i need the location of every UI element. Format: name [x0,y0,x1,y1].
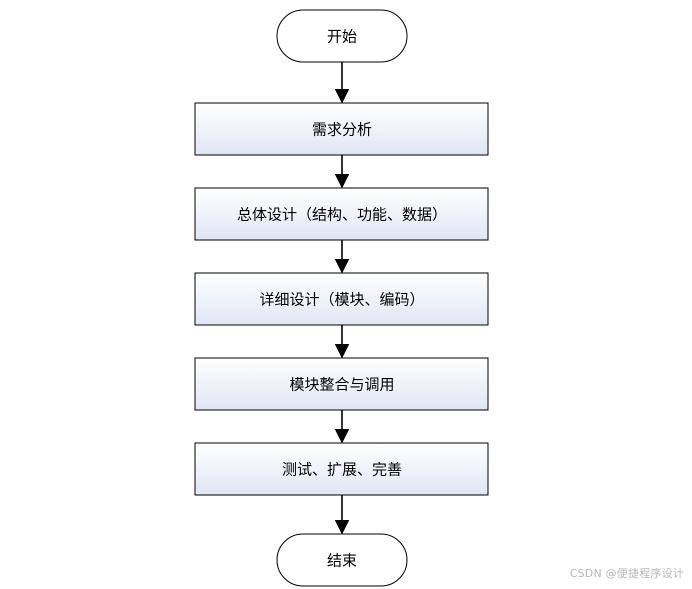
start-node: 开始 [276,9,408,63]
start-label: 开始 [327,28,357,46]
process-step-2: 总体设计（结构、功能、数据） [194,187,489,241]
csdn-watermark: CSDN @便捷程序设计 [569,567,684,580]
process-step-label: 总体设计（结构、功能、数据） [237,206,447,224]
end-label: 结束 [327,552,357,570]
process-step-label: 需求分析 [312,121,372,139]
process-step-label: 模块整合与调用 [289,376,394,394]
end-node: 结束 [276,533,408,587]
process-step-4: 模块整合与调用 [194,357,489,411]
process-step-1: 需求分析 [194,102,489,156]
process-step-label: 测试、扩展、完善 [282,461,402,479]
process-step-label: 详细设计（模块、编码） [259,291,424,309]
process-step-5: 测试、扩展、完善 [194,442,489,496]
process-step-3: 详细设计（模块、编码） [194,272,489,326]
